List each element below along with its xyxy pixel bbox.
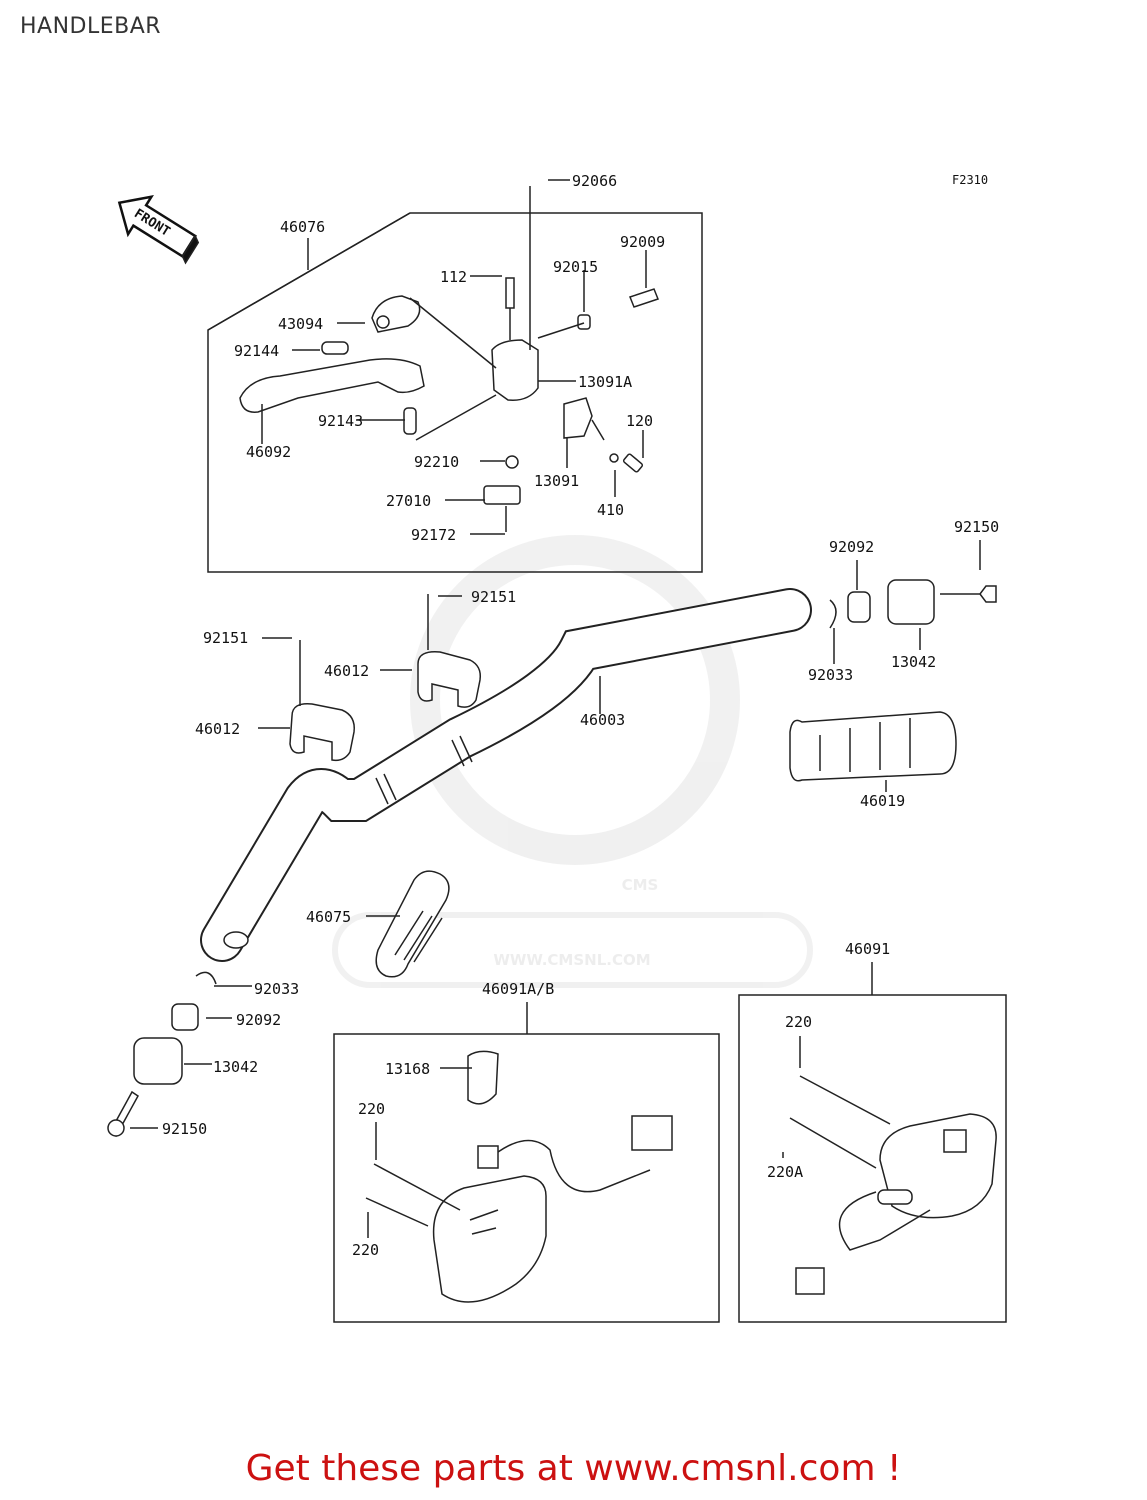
part-label: 220 [358, 1100, 385, 1118]
grip-46019 [789, 711, 957, 782]
part-label: 13168 [385, 1060, 430, 1078]
part-label: 410 [597, 501, 624, 519]
part-label: 46003 [580, 711, 625, 729]
part-label: 46012 [324, 662, 369, 680]
part-label: 220 [352, 1241, 379, 1259]
part-label: 13091A [578, 373, 632, 391]
part-label: 43094 [278, 315, 323, 333]
part-label: 92033 [254, 980, 299, 998]
part-label: 13091 [534, 472, 579, 490]
part-label: 92172 [411, 526, 456, 544]
diagram-code: F2310 [952, 173, 988, 187]
part-label: 220A [767, 1163, 803, 1181]
part-label: 92210 [414, 453, 459, 471]
part-label: 46019 [860, 792, 905, 810]
part-label: 46012 [195, 720, 240, 738]
part-label: 92092 [236, 1011, 281, 1029]
part-label: 92151 [471, 588, 516, 606]
watermark-brand: CMS [622, 876, 659, 894]
part-label: 92066 [572, 172, 617, 190]
part-label: 120 [626, 412, 653, 430]
part-label: 92151 [203, 629, 248, 647]
front-arrow-icon [117, 195, 200, 265]
part-label: 92144 [234, 342, 279, 360]
part-label: 13042 [891, 653, 936, 671]
part-label: 92009 [620, 233, 665, 251]
part-label: 46092 [246, 443, 291, 461]
part-label: 220 [785, 1013, 812, 1031]
part-label: 27010 [386, 492, 431, 510]
cta-link[interactable]: Get these parts at www.cmsnl.com ! [245, 1448, 902, 1489]
part-label: 92143 [318, 412, 363, 430]
part-label: 46091A/B [482, 980, 554, 998]
grip-46075 [375, 870, 450, 978]
part-label: 46091 [845, 940, 890, 958]
part-label: 13042 [213, 1058, 258, 1076]
watermark-url: WWW.CMSNL.COM [493, 951, 650, 969]
part-label: 92033 [808, 666, 853, 684]
page-title: HANDLEBAR [20, 14, 162, 39]
part-label: 92015 [553, 258, 598, 276]
part-label: 112 [440, 268, 467, 286]
part-label: 92092 [829, 538, 874, 556]
part-label: 46075 [306, 908, 351, 926]
part-label: 46076 [280, 218, 325, 236]
part-label: 92150 [954, 518, 999, 536]
part-labels: F2310 92066 46076 92009 112 92015 43094 … [162, 172, 999, 1259]
part-label: 92150 [162, 1120, 207, 1138]
cta-banner[interactable]: Get these parts at www.cmsnl.com ! [0, 1448, 1147, 1489]
